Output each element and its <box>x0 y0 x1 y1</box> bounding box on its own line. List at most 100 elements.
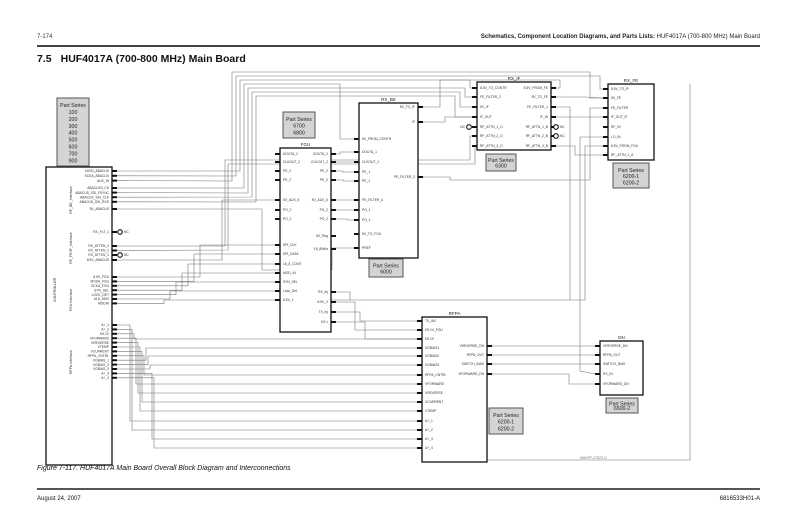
pin-label: VFORWARD <box>425 382 445 386</box>
pin-label: K9.1 <box>321 320 328 324</box>
footer-date: August 24, 2007 <box>37 496 81 502</box>
pin-label: PE_FILTER_3 <box>394 175 415 179</box>
pin-label: RX_ATTEN_2 <box>88 249 109 253</box>
pin-label: AUX_IN <box>97 179 110 183</box>
pin-label: ABACUS3_CS <box>87 186 110 190</box>
pin-label: RF_ATTN_3_O <box>480 144 503 148</box>
no-connect-marker <box>553 124 559 130</box>
pin-label: IF_IN <box>540 115 549 119</box>
wire <box>117 364 417 370</box>
wire <box>116 87 472 194</box>
block-outline <box>421 316 488 463</box>
wire <box>336 291 351 300</box>
wire <box>117 346 417 412</box>
part-series-value: 6500-2 <box>614 406 630 412</box>
pin-label: RFPA_OUT <box>603 353 620 357</box>
pin-label: RX_ATTEN_3 <box>88 244 109 248</box>
wire <box>116 91 472 198</box>
wire <box>117 290 275 300</box>
pin-label: IF_OUT <box>480 115 492 119</box>
pin-label: RX_Inj <box>318 290 328 294</box>
wire <box>117 355 417 365</box>
figure-caption: Figure 7-117. HUF4017A Main Board Overal… <box>37 465 291 472</box>
pin-label: 8.5V_FGU <box>93 275 109 279</box>
pin-label: IF <box>412 120 415 124</box>
wire <box>336 311 417 322</box>
wire <box>423 79 561 108</box>
no-connect-marker <box>117 252 123 258</box>
section-number: 7.5 <box>37 53 52 65</box>
part-series-box <box>282 111 316 139</box>
pin-label: VFORWARD_DN <box>603 382 629 386</box>
running-header: Schematics, Component Location Diagrams,… <box>481 34 760 40</box>
pin-label: 8.5V_TO_CONTR <box>480 86 507 90</box>
wire <box>117 347 417 361</box>
pin-label: PO_2 <box>320 208 329 212</box>
wire <box>579 136 603 375</box>
pin-label: TX_Inj <box>318 310 328 314</box>
pin-label: A+_1 <box>101 323 109 327</box>
part-series-value: 6000 <box>380 270 392 276</box>
wire <box>116 71 603 182</box>
pin-label: 16_8_CONT <box>283 262 302 266</box>
block-title: FGU <box>301 142 311 147</box>
pin-label: A+_4 <box>101 376 109 380</box>
wire <box>336 321 417 340</box>
part-series-value: 6300 <box>495 164 507 170</box>
pin-label: 5V_AUX_5 <box>312 198 328 202</box>
pin-label: FE_FILTER_1 <box>527 105 548 109</box>
pin-label: 5V_Reg <box>316 234 328 238</box>
pin-label: VGBIAS3 <box>425 363 439 367</box>
pin-label: MODIN <box>98 302 110 306</box>
part-series-value: 200 <box>69 117 78 123</box>
wire <box>336 151 354 155</box>
part-series-value: 6200-1 <box>498 420 514 426</box>
pin-label: SYN_SEL <box>283 280 298 284</box>
pin-label: TX_INJ <box>425 319 436 323</box>
wire <box>117 355 417 376</box>
interface-group-label: RF_FE/IF_Interface <box>69 232 73 264</box>
part-series-label: Part Series <box>373 264 399 270</box>
part-series-value: 6700 <box>293 124 305 130</box>
block-outline <box>599 340 644 396</box>
part-series-value: 600 <box>69 145 78 151</box>
pin-label: PE_2 <box>320 169 328 173</box>
pin-label: PO_1 <box>362 218 371 222</box>
interface-group-label: FGU Interface <box>69 289 73 312</box>
part-series-value: 700 <box>69 151 78 157</box>
pin-label: RF_ATTN_3_B <box>526 144 549 148</box>
part-series-label: Part Series <box>618 168 644 174</box>
pin-label: SWITCH_BIAS <box>462 362 485 366</box>
nc-label: NC <box>560 134 565 138</box>
block-outline <box>45 166 113 466</box>
pin-label: VREVERSE <box>91 341 110 345</box>
block-rx-fe: RX_FE8.5V_TO_IF5V_FEFE_FILTERIF_OUT_IFRF… <box>603 78 655 161</box>
no-connect-marker <box>553 133 559 139</box>
drawing-id: MAEPF-27823-O <box>580 456 607 460</box>
wire <box>116 75 603 177</box>
pin-label: PE_2 <box>283 169 291 173</box>
pin-label: PO_2 <box>283 208 292 212</box>
no-connect-marker <box>466 124 472 130</box>
wire <box>117 373 417 440</box>
page-number: 7-174 <box>37 34 53 40</box>
pin-label: CLKOUT_1 <box>362 160 379 164</box>
block-rx-if: RX_IF8.5V_TO_CONTRFE_FILTER_25V_IFIF_OUT… <box>460 76 565 151</box>
pin-label: RF_IN <box>611 125 621 129</box>
block-controller: CONTROLLERRF_BE_InterfaceRF_FE/IF_Interf… <box>45 166 129 466</box>
part-series-label: Part Series <box>493 413 519 419</box>
pin-label: RFPA_OUT <box>467 353 484 357</box>
pin-label: 5V_AUX_6 <box>283 198 299 202</box>
pin-label: FE_FILTER_2 <box>480 95 501 99</box>
block-rfpa: RFPATX_INJK9.1V_FGUK9.1VVGBIAS1VGBIAS2VG… <box>417 311 492 463</box>
block-title: RX_FE <box>624 78 639 83</box>
pin-label: A+_1 <box>425 419 433 423</box>
pin-label: RFPA_CNTRL <box>88 354 110 358</box>
pin-label: 5V_TO_FGU <box>362 232 382 236</box>
part-series-value: 300 <box>69 124 78 130</box>
